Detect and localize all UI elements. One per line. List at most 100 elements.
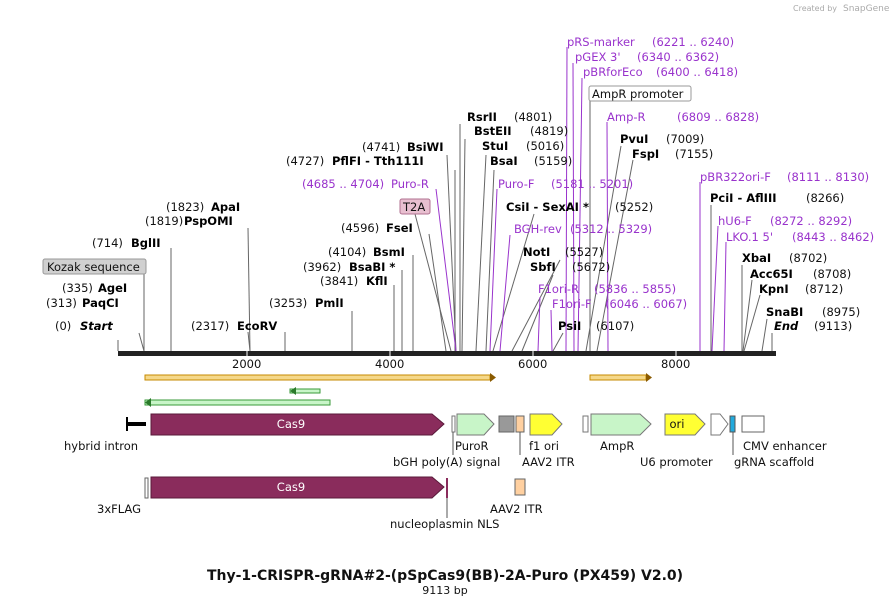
site-name: KflI: [366, 274, 388, 288]
site-pos: (2317): [191, 319, 229, 333]
kozak-label: Kozak sequence: [47, 260, 140, 274]
site-pos: (4104): [328, 245, 366, 259]
hybrid-intron-feature: [127, 422, 146, 426]
primer-name: Puro-R: [391, 177, 429, 191]
primer-range: (8443 .. 8462): [792, 230, 874, 244]
site-name: PmlI: [315, 296, 344, 310]
site-name: PvuI: [620, 132, 648, 146]
site-name: PaqCI: [82, 296, 119, 310]
feature-label: AAV2 ITR: [522, 455, 575, 469]
restriction-sites: (0)Start (313)PaqCI (335)AgeI (714)BglII…: [46, 110, 860, 333]
site-name: Acc65I: [750, 267, 793, 281]
primer-range: (8111 .. 8130): [787, 170, 869, 184]
site-name: End: [774, 319, 799, 333]
orf-arrow-head: [646, 373, 652, 382]
primer-range: (8272 .. 8292): [770, 214, 852, 228]
primer-name: pBR322ori-F: [700, 170, 771, 184]
primer-name: Amp-R: [607, 110, 646, 124]
primer-range: (6400 .. 6418): [656, 65, 738, 79]
ampr-promoter-box: [588, 85, 692, 102]
credit-text: Created by: [793, 4, 837, 13]
site-name: XbaI: [742, 251, 771, 265]
backbone: [118, 351, 776, 356]
site-pos: (6107): [596, 319, 634, 333]
orf-arrows: [144, 373, 652, 407]
primer-range: (6221 .. 6240): [652, 35, 734, 49]
site-name: BglII: [131, 236, 161, 250]
primer-range: (6046 .. 6067): [605, 297, 687, 311]
feature-label: 3xFLAG: [97, 502, 141, 516]
ruler-label: 8000: [661, 357, 690, 371]
site-lines: [117, 100, 773, 352]
site-name: FspI: [632, 147, 659, 161]
primer-name: pGEX 3': [575, 50, 621, 64]
orf-arrow-head: [490, 373, 496, 382]
site-pos: (4727): [286, 154, 324, 168]
ampr-feature: [590, 413, 652, 436]
primer-name: pRS-marker: [567, 35, 635, 49]
feature-label: AmpR: [600, 439, 634, 453]
orf-arrow-head: [290, 387, 296, 395]
site-name: ApaI: [211, 200, 240, 214]
u6-promoter-feature: [710, 413, 729, 436]
feature-label: hybrid intron: [64, 439, 138, 453]
site-name: BsaBI *: [349, 260, 395, 274]
bgh-feature: [451, 415, 456, 433]
snapgene-logo: SnapGene: [843, 4, 890, 14]
site-name: PspOMI: [184, 214, 233, 228]
site-pos: (3962): [303, 260, 341, 274]
site-pos: (8702): [789, 251, 827, 265]
site-pos: (5159): [534, 154, 572, 168]
site-pos: (1819): [145, 214, 183, 228]
plasmid-title: Thy-1-CRISPR-gRNA#2-(pSpCas9(BB)-2A-Puro…: [207, 568, 683, 584]
feature-row-1: Cas9 ori: [126, 413, 765, 436]
primer-lines: [435, 46, 727, 352]
feature-label: U6 promoter: [640, 455, 713, 469]
site-name: BsiWI: [407, 140, 444, 154]
ruler-label: 2000: [232, 357, 261, 371]
ruler-label: 6000: [518, 357, 547, 371]
aav2-itr-feature-2: [514, 478, 526, 496]
primer-name: Puro-F: [498, 177, 535, 191]
site-pos: (335): [62, 281, 93, 295]
feature-label: bGH poly(A) signal: [393, 455, 500, 469]
site-name: Start: [80, 319, 113, 333]
feature-labels-row-1: hybrid intron PuroR bGH poly(A) signal f…: [64, 432, 827, 469]
site-pos: (5672): [572, 260, 610, 274]
cas9-feature-2-label: Cas9: [277, 480, 305, 494]
orf-arrow: [144, 399, 331, 406]
orf-arrow: [144, 374, 491, 381]
site-pos: (3253): [269, 296, 307, 310]
feature-label: nucleoplasmin NLS: [390, 517, 499, 531]
orf-arrow-head: [145, 398, 151, 407]
puror-feature: [456, 413, 495, 436]
site-pos: (7155): [675, 147, 713, 161]
site-pos: (8708): [813, 267, 851, 281]
feature-label: PuroR: [455, 439, 489, 453]
site-name: SnaBI: [766, 305, 803, 319]
grey-feature: [498, 415, 515, 433]
site-name: AgeI: [98, 281, 127, 295]
primer-range: (5181 .. 5201): [551, 177, 633, 191]
site-pos: (9113): [814, 319, 852, 333]
cas9-feature-label: Cas9: [277, 417, 305, 431]
site-name: BsmI: [373, 245, 405, 259]
ori-feature: [664, 413, 706, 436]
feature-label: gRNA scaffold: [734, 455, 814, 469]
site-pos: (8266): [806, 191, 844, 205]
site-pos: (1823): [166, 200, 204, 214]
site-pos: (313): [46, 296, 77, 310]
feature-row-2: Cas9 3xFLAG nucleoplasmin NLS AAV2 ITR: [97, 476, 543, 531]
site-name: KpnI: [759, 282, 789, 296]
primer-range: (6340 .. 6362): [637, 50, 719, 64]
aav2-itr-feature: [515, 415, 525, 433]
site-pos: (5527): [565, 245, 603, 259]
site-name: BstEII: [474, 124, 512, 138]
site-name: PsiI: [558, 319, 581, 333]
site-pos: (5252): [615, 200, 653, 214]
plasmid-length: 9113 bp: [422, 584, 467, 597]
site-pos: (7009): [666, 132, 704, 146]
site-pos: (8975): [822, 305, 860, 319]
primer-name: pBRforEco: [583, 65, 643, 79]
